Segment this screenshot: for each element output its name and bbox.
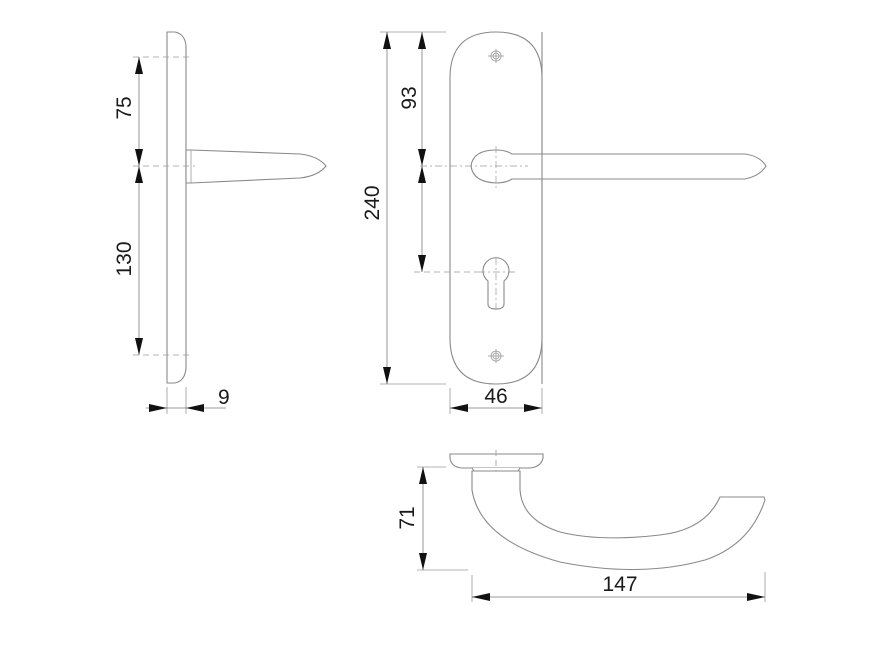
- top-view: 71 147: [396, 450, 766, 602]
- dim-label-93: 93: [398, 86, 421, 109]
- dim-label-71: 71: [396, 506, 419, 529]
- dim-label-240: 240: [361, 185, 384, 220]
- dim-label-147: 147: [602, 573, 637, 596]
- screw-hole-top-icon: [488, 49, 504, 63]
- side-backplate: [166, 31, 187, 384]
- dim-label-130: 130: [113, 241, 136, 276]
- dim-label-75: 75: [113, 96, 136, 119]
- front-lever-handle: [470, 149, 767, 184]
- top-rosette: [449, 453, 544, 469]
- front-view: 240 93 46: [361, 31, 767, 414]
- screw-hole-bottom-icon: [488, 349, 504, 363]
- dim-label-9: 9: [218, 386, 230, 409]
- top-curved-lever: [471, 470, 766, 571]
- front-backplate: [449, 31, 543, 385]
- side-handle: [185, 149, 327, 184]
- dim-label-46: 46: [484, 385, 507, 408]
- side-view: 75 130 9: [113, 31, 327, 414]
